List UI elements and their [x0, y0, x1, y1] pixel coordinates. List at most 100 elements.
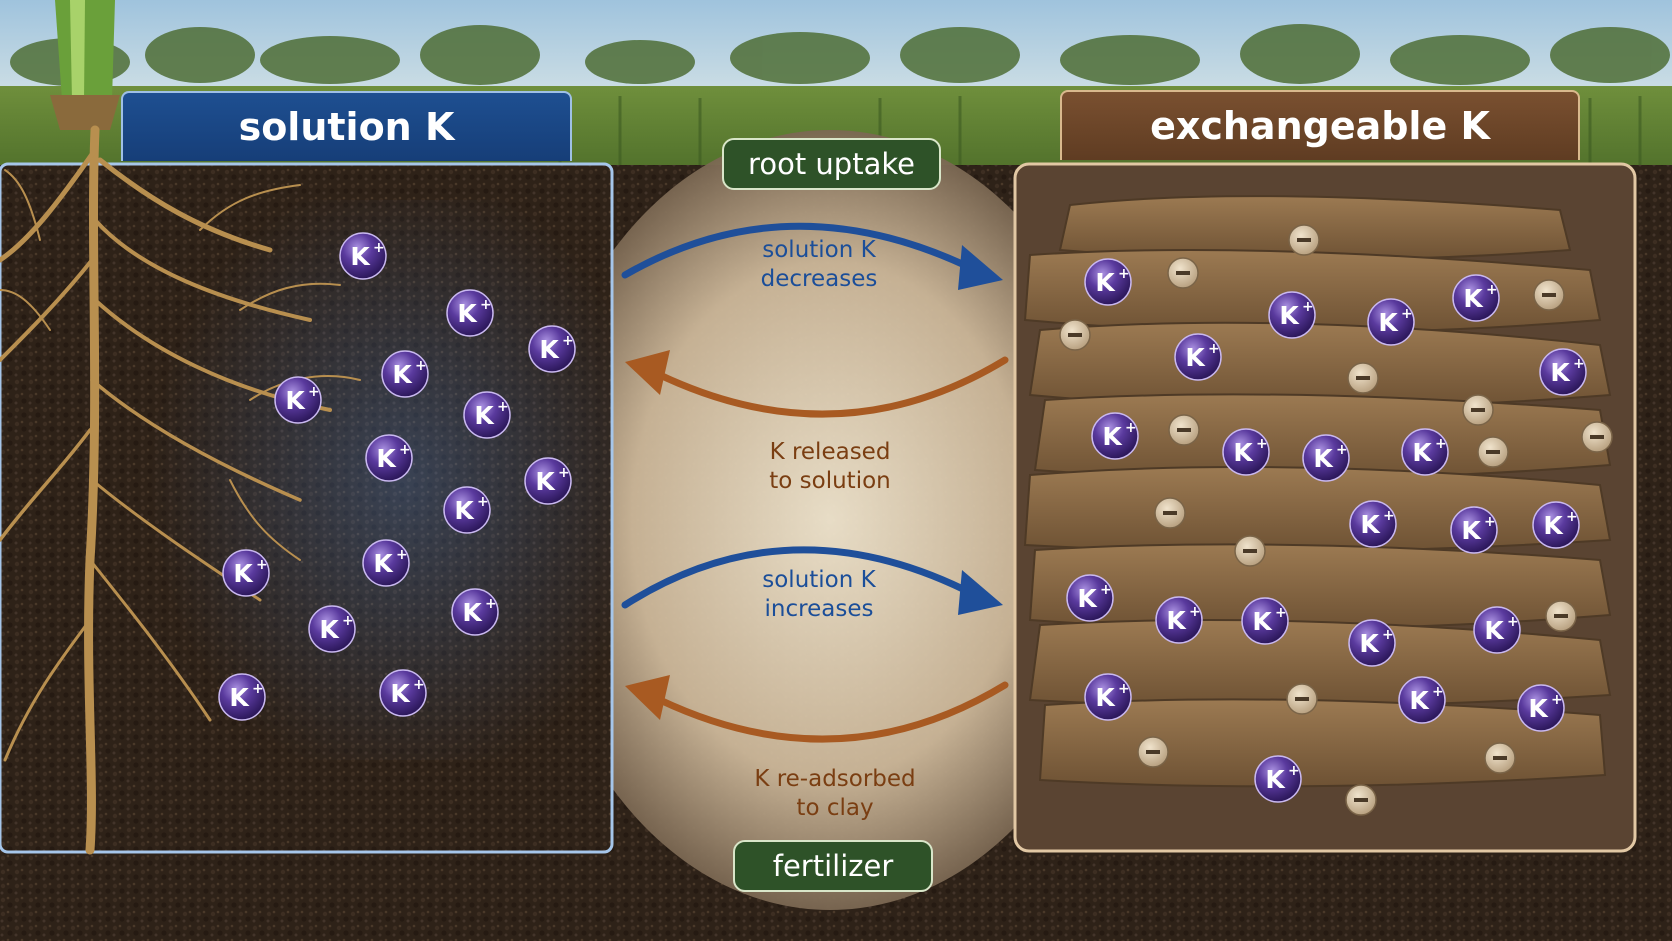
potassium-ion-icon: K+: [524, 457, 572, 505]
svg-text:+: +: [1486, 282, 1498, 298]
svg-text:+: +: [1118, 266, 1130, 282]
potassium-ion-icon: K+: [1241, 597, 1289, 645]
svg-text:K: K: [1166, 606, 1187, 635]
svg-text:+: +: [415, 358, 427, 374]
svg-text:K: K: [1279, 301, 1300, 330]
potassium-ion-icon: K+: [1348, 619, 1396, 667]
svg-text:+: +: [396, 547, 408, 563]
svg-text:+: +: [1118, 681, 1130, 697]
potassium-ion-icon: K+: [446, 289, 494, 337]
svg-text:K: K: [1550, 358, 1571, 387]
potassium-ion-icon: K+: [362, 539, 410, 587]
exchangeable-k-title: exchangeable K: [1060, 90, 1580, 160]
svg-text:+: +: [1288, 763, 1300, 779]
potassium-ion-icon: K+: [1398, 676, 1446, 724]
negative-charge-icon: [1288, 224, 1320, 256]
svg-text:K: K: [539, 335, 560, 364]
negative-charge-icon: [1477, 436, 1509, 468]
negative-charge-icon: [1581, 421, 1613, 453]
negative-sites: [1059, 224, 1613, 816]
potassium-ion-icon: K+: [1450, 506, 1498, 554]
svg-text:K: K: [457, 299, 478, 328]
svg-text:K: K: [285, 386, 306, 415]
potassium-ion-icon: K+: [379, 669, 427, 717]
potassium-ion-icon: K+: [1091, 412, 1139, 460]
potassium-ion-icon: K+: [381, 350, 429, 398]
svg-text:K: K: [1095, 268, 1116, 297]
svg-text:K: K: [1095, 683, 1116, 712]
root-uptake-label: root uptake: [722, 138, 941, 190]
svg-text:K: K: [1313, 444, 1334, 473]
svg-text:K: K: [319, 615, 340, 644]
svg-text:+: +: [1275, 605, 1287, 621]
negative-charge-icon: [1168, 414, 1200, 446]
potassium-ion-icon: K+: [1302, 434, 1350, 482]
potassium-ion-icon: K+: [339, 232, 387, 280]
svg-text:K: K: [1185, 343, 1206, 372]
potassium-ion-icon: K+: [365, 434, 413, 482]
svg-text:+: +: [1256, 436, 1268, 452]
svg-text:K: K: [1528, 694, 1549, 723]
svg-text:+: +: [1189, 604, 1201, 620]
potassium-ion-icon: K+: [1268, 291, 1316, 339]
svg-text:K: K: [1409, 686, 1430, 715]
svg-text:+: +: [1484, 514, 1496, 530]
potassium-ion-icon: K+: [1367, 298, 1415, 346]
svg-text:K: K: [474, 401, 495, 430]
svg-text:+: +: [1382, 627, 1394, 643]
potassium-ion-icon: K+: [1084, 258, 1132, 306]
svg-text:K: K: [454, 496, 475, 525]
arrows: [621, 222, 1009, 743]
svg-text:+: +: [1401, 306, 1413, 322]
negative-charge-icon: [1533, 279, 1565, 311]
corn-plant-icon: [50, 0, 120, 130]
svg-text:+: +: [1336, 442, 1348, 458]
potassium-ion-icon: K+: [451, 588, 499, 636]
svg-text:+: +: [497, 399, 509, 415]
potassium-ion-icon: K+: [308, 605, 356, 653]
potassium-ion-icon: K+: [1532, 501, 1580, 549]
svg-text:+: +: [1551, 692, 1563, 708]
solution-ions: K+K+K+K+K+K+K+K+K+K+K+K+K+K+K+: [218, 232, 576, 721]
negative-charge-icon: [1462, 394, 1494, 426]
potassium-ion-icon: K+: [1254, 755, 1302, 803]
svg-text:K: K: [376, 444, 397, 473]
svg-text:K: K: [1461, 516, 1482, 545]
svg-text:K: K: [373, 549, 394, 578]
svg-text:+: +: [399, 442, 411, 458]
potassium-ion-icon: K+: [1539, 348, 1587, 396]
potassium-ion-icon: K+: [1084, 673, 1132, 721]
potassium-ion-icon: K+: [1222, 428, 1270, 476]
fertilizer-label: fertilizer: [733, 840, 933, 892]
svg-text:K: K: [1360, 510, 1381, 539]
exchangeable-ions: K+K+K+K+K+K+K+K+K+K+K+K+K+K+K+K+K+K+K+K+…: [1066, 258, 1587, 803]
negative-charge-icon: [1484, 742, 1516, 774]
negative-charge-icon: [1286, 683, 1318, 715]
potassium-ion-icon: K+: [218, 673, 266, 721]
potassium-ion-icon: K+: [528, 325, 576, 373]
svg-text:+: +: [252, 681, 264, 697]
svg-text:+: +: [1432, 684, 1444, 700]
svg-text:+: +: [562, 333, 574, 349]
svg-text:+: +: [1100, 582, 1112, 598]
potassium-ion-icon: K+: [1349, 500, 1397, 548]
potassium-ion-icon: K+: [463, 391, 511, 439]
svg-text:+: +: [256, 557, 268, 573]
svg-text:K: K: [1412, 438, 1433, 467]
svg-text:K: K: [1359, 629, 1380, 658]
negative-charge-icon: [1347, 362, 1379, 394]
svg-text:+: +: [1573, 356, 1585, 372]
potassium-ion-icon: K+: [1155, 596, 1203, 644]
svg-text:+: +: [1435, 436, 1447, 452]
potassium-ion-icon: K+: [443, 486, 491, 534]
solution-k-title: solution K: [121, 91, 572, 161]
potassium-ion-icon: K+: [1452, 274, 1500, 322]
svg-text:K: K: [229, 683, 250, 712]
negative-charge-icon: [1137, 736, 1169, 768]
svg-text:+: +: [308, 384, 320, 400]
svg-text:+: +: [1125, 420, 1137, 436]
potassium-ion-icon: K+: [1517, 684, 1565, 732]
